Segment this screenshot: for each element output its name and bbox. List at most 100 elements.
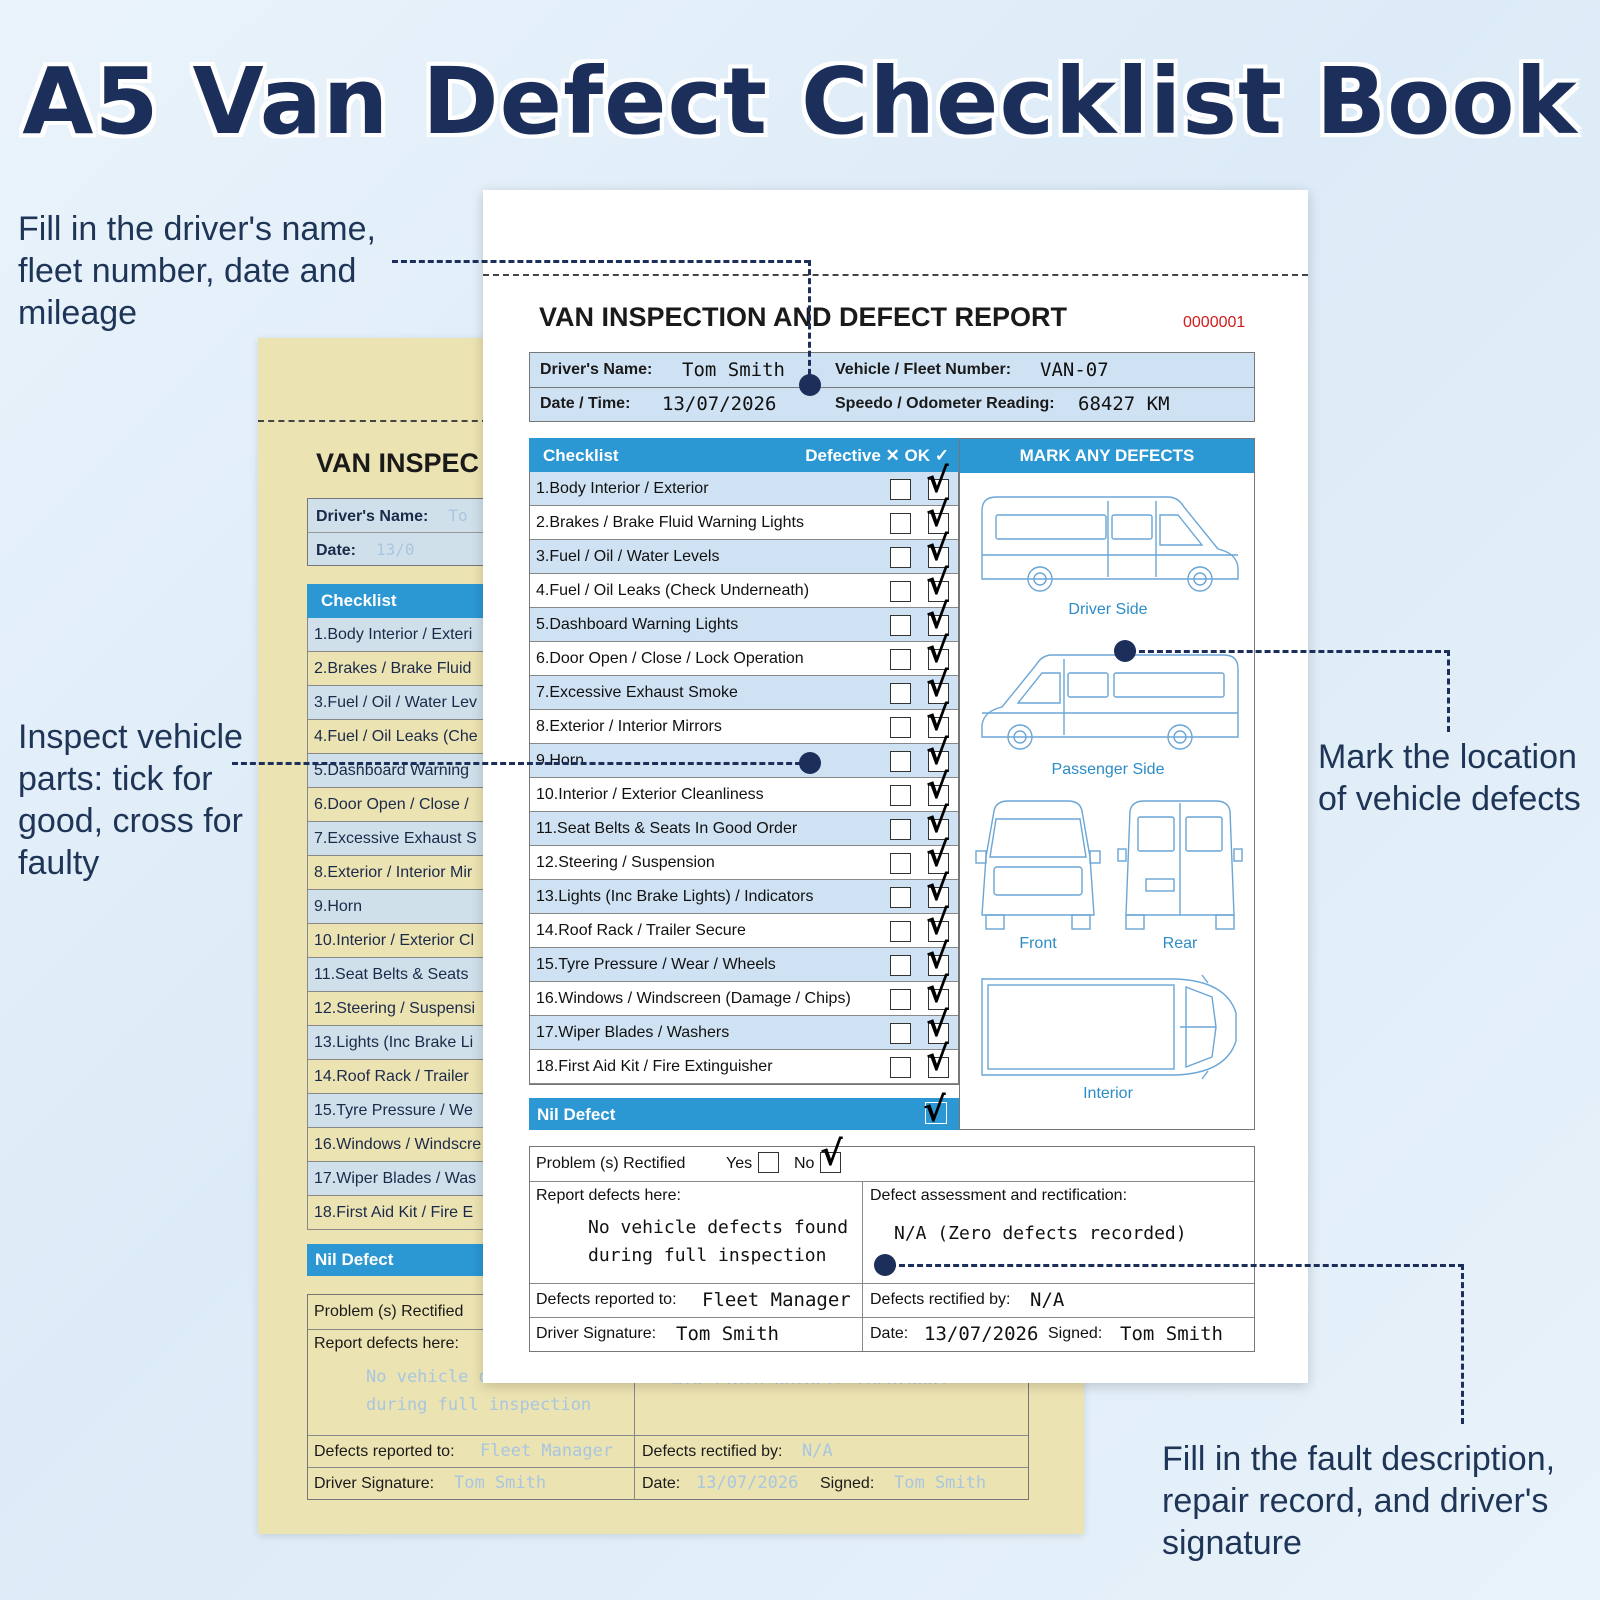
defective-checkbox[interactable] xyxy=(890,615,911,636)
defective-checkbox[interactable] xyxy=(890,819,911,840)
connector-mark-location-vertical xyxy=(1447,650,1450,732)
tick-icon: √ xyxy=(926,1005,949,1045)
signed-field[interactable]: Tom Smith xyxy=(1120,1323,1223,1345)
ok-checkbox[interactable] xyxy=(928,649,949,670)
van-interior-diagram[interactable] xyxy=(976,973,1242,1081)
ok-checkbox[interactable] xyxy=(928,955,949,976)
checklist-item: 7.Excessive Exhaust Smoke√ xyxy=(530,668,958,710)
rectified-by-field[interactable]: N/A xyxy=(1030,1289,1065,1311)
tick-icon: √ xyxy=(926,1039,949,1079)
rectified-date-field[interactable]: 13/07/2026 xyxy=(924,1323,1039,1345)
connector-driver-info xyxy=(392,260,810,263)
marker-dot xyxy=(874,1254,896,1276)
ok-checkbox[interactable] xyxy=(928,1057,949,1078)
defective-checkbox[interactable] xyxy=(890,887,911,908)
vehicle-label: Vehicle / Fleet Number: xyxy=(835,361,1012,378)
checklist-item: 11.Seat Belts & Seats In Good Order√ xyxy=(530,804,958,846)
tick-icon: √ xyxy=(926,563,949,603)
ok-checkbox[interactable] xyxy=(928,513,949,534)
defective-checkbox[interactable] xyxy=(890,581,911,602)
odometer-field[interactable]: 68427 KM xyxy=(1078,393,1170,415)
defective-checkbox[interactable] xyxy=(890,785,911,806)
defective-checkbox[interactable] xyxy=(890,547,911,568)
defective-checkbox[interactable] xyxy=(890,683,911,704)
caption-front: Front xyxy=(1019,935,1057,952)
ok-checkbox[interactable] xyxy=(928,547,949,568)
ok-checkbox[interactable] xyxy=(928,717,949,738)
ok-checkbox[interactable] xyxy=(928,683,949,704)
checklist-item-label: 8.Exterior / Interior Mirrors xyxy=(536,718,722,735)
checklist-item: 6.Door Open / Close / Lock Operation√ xyxy=(530,634,958,676)
vehicle-field[interactable]: VAN-07 xyxy=(1040,359,1109,381)
van-rear-diagram[interactable] xyxy=(1116,797,1244,933)
nil-defect-row[interactable]: Nil Defect √ xyxy=(529,1090,959,1130)
defective-checkbox[interactable] xyxy=(890,479,911,500)
driver-name-label: Driver's Name: xyxy=(540,361,653,378)
tick-icon: √ xyxy=(926,767,949,807)
checklist-item: 5.Dashboard Warning Lights√ xyxy=(530,600,958,642)
headline: A5 Van Defect Checklist Book xyxy=(22,48,1578,155)
marker-dot xyxy=(1114,640,1136,662)
defective-checkbox[interactable] xyxy=(890,955,911,976)
defective-checkbox[interactable] xyxy=(890,751,911,772)
nil-defect-checkbox[interactable] xyxy=(925,1102,947,1124)
defective-checkbox[interactable] xyxy=(890,1057,911,1078)
ok-checkbox[interactable] xyxy=(928,819,949,840)
defective-checkbox[interactable] xyxy=(890,989,911,1010)
defective-checkbox[interactable] xyxy=(890,717,911,738)
ok-checkbox[interactable] xyxy=(928,751,949,772)
checklist-item-label: 6.Door Open / Close / Lock Operation xyxy=(536,650,804,667)
ok-checkbox[interactable] xyxy=(928,1023,949,1044)
callout-fault-description: Fill in the fault description, repair re… xyxy=(1162,1440,1556,1562)
report-title: VAN INSPECTION AND DEFECT REPORT xyxy=(539,302,1068,332)
tick-icon: √ xyxy=(926,937,949,977)
date-field[interactable]: 13/07/2026 xyxy=(662,393,777,415)
ok-checkbox[interactable] xyxy=(928,615,949,636)
checklist-item: 17.Wiper Blades / Washers√ xyxy=(530,1008,958,1050)
ok-checkbox[interactable] xyxy=(928,853,949,874)
checklist-item: 18.First Aid Kit / Fire Extinguisher √ xyxy=(530,1042,958,1084)
ok-checkbox[interactable] xyxy=(928,479,949,500)
tick-icon: √ xyxy=(926,903,949,943)
marker-dot xyxy=(799,374,821,396)
ok-checkbox[interactable] xyxy=(928,989,949,1010)
caption-interior: Interior xyxy=(1083,1085,1133,1102)
defective-checkbox[interactable] xyxy=(890,513,911,534)
checklist-item-label: 18.First Aid Kit / Fire Extinguisher xyxy=(536,1058,773,1075)
checklist-item-label: 10.Interior / Exterior Cleanliness xyxy=(536,786,764,803)
marker-dot xyxy=(799,752,821,774)
driver-name-field[interactable]: Tom Smith xyxy=(682,359,785,381)
driver-info-box: Driver's Name: Tom Smith Vehicle / Fleet… xyxy=(529,352,1255,422)
checklist-item: 4.Fuel / Oil Leaks (Check Underneath)√ xyxy=(530,566,958,608)
defective-checkbox[interactable] xyxy=(890,1023,911,1044)
odometer-label: Speedo / Odometer Reading: xyxy=(835,395,1055,412)
ok-checkbox[interactable] xyxy=(928,581,949,602)
ok-checkbox[interactable] xyxy=(928,921,949,942)
report-defects-text-2[interactable]: during full inspection xyxy=(588,1245,827,1266)
defective-checkbox[interactable] xyxy=(890,921,911,942)
ok-checkbox[interactable] xyxy=(928,785,949,806)
checklist-item: 2.Brakes / Brake Fluid Warning Lights√ xyxy=(530,498,958,540)
defective-checkbox[interactable] xyxy=(890,649,911,670)
checklist-item-label: 2.Brakes / Brake Fluid Warning Lights xyxy=(536,514,804,531)
callout-inspect: Inspect vehicle parts: tick for good, cr… xyxy=(18,718,243,882)
tick-icon: √ xyxy=(923,1090,946,1130)
rectified-no-checkbox[interactable] xyxy=(820,1152,841,1173)
connector-fault-vertical xyxy=(1461,1264,1464,1424)
tear-line xyxy=(258,420,488,422)
assessment-text[interactable]: N/A (Zero defects recorded) xyxy=(894,1223,1187,1244)
connector-fault xyxy=(890,1264,1464,1267)
van-driver-side-diagram[interactable] xyxy=(978,491,1242,595)
van-passenger-side-diagram[interactable] xyxy=(976,649,1242,755)
report-defects-text[interactable]: No vehicle defects found xyxy=(588,1217,849,1238)
tear-line xyxy=(483,274,1308,276)
defective-checkbox[interactable] xyxy=(890,853,911,874)
tick-icon: √ xyxy=(926,461,949,501)
rectified-yes-checkbox[interactable] xyxy=(758,1152,779,1173)
callout-driver-info: Fill in the driver's name, fleet number,… xyxy=(18,210,376,332)
checklist-item: 9.Horn√ xyxy=(530,736,958,778)
ok-checkbox[interactable] xyxy=(928,887,949,908)
van-front-diagram[interactable] xyxy=(974,797,1102,933)
driver-signature-field[interactable]: Tom Smith xyxy=(676,1323,779,1345)
reported-to-field[interactable]: Fleet Manager xyxy=(702,1289,851,1311)
